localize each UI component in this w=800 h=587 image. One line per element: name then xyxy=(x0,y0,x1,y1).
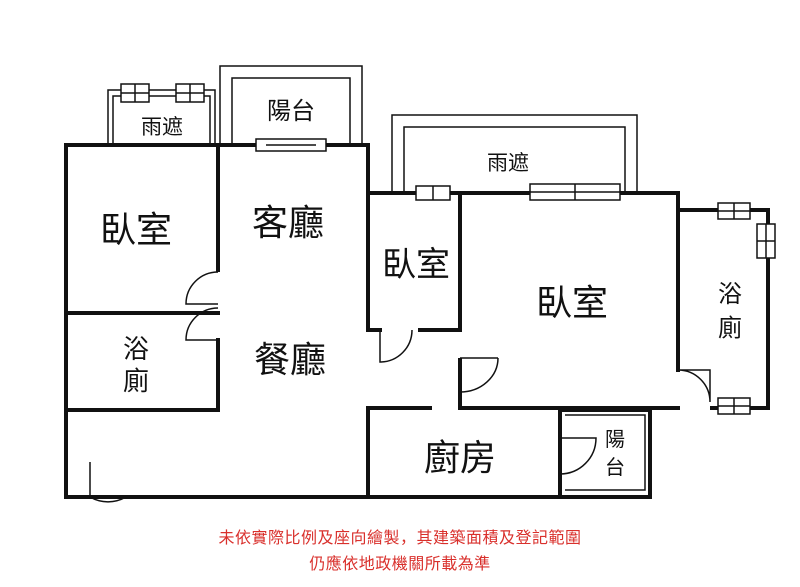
room-label-bath-left: 浴 廁 xyxy=(123,335,149,397)
windows xyxy=(255,138,776,415)
doors xyxy=(89,271,711,503)
balcony-right-inner xyxy=(565,414,646,491)
room-label-bedroom-left: 臥室 xyxy=(100,210,172,251)
room-label-balcony-top: 陽台 xyxy=(267,97,315,125)
bath-left-char: 廁 xyxy=(123,367,149,397)
bath-right-char: 廁 xyxy=(718,314,742,342)
room-label-balcony-right: 陽 台 xyxy=(605,427,625,479)
room-label-canopy-left: 雨遮 xyxy=(141,115,183,139)
room-label-living-room: 客廳 xyxy=(252,203,324,244)
room-label-dining-room: 餐廳 xyxy=(254,340,326,381)
room-label-bedroom-small: 臥室 xyxy=(382,245,450,285)
bath-right-char: 浴 xyxy=(718,280,742,308)
disclaimer-line-2: 仍應依地政機關所載為準 xyxy=(309,554,491,573)
room-label-kitchen: 廚房 xyxy=(424,438,496,479)
room-label-bath-right: 浴 廁 xyxy=(718,280,742,342)
walls xyxy=(64,143,770,499)
room-label-bedroom-master: 臥室 xyxy=(536,283,608,324)
bath-left-char: 浴 xyxy=(123,335,149,365)
canopy-right-outline xyxy=(391,114,638,193)
balcony-top-outline xyxy=(219,65,363,145)
disclaimer-line-1: 未依實際比例及座向繪製，其建築面積及登記範圍 xyxy=(218,528,582,547)
balcony-right-char: 台 xyxy=(605,455,625,479)
balcony-right-char: 陽 xyxy=(605,427,625,451)
canopy-left-outline xyxy=(107,83,216,145)
room-label-canopy-right: 雨遮 xyxy=(487,151,529,175)
